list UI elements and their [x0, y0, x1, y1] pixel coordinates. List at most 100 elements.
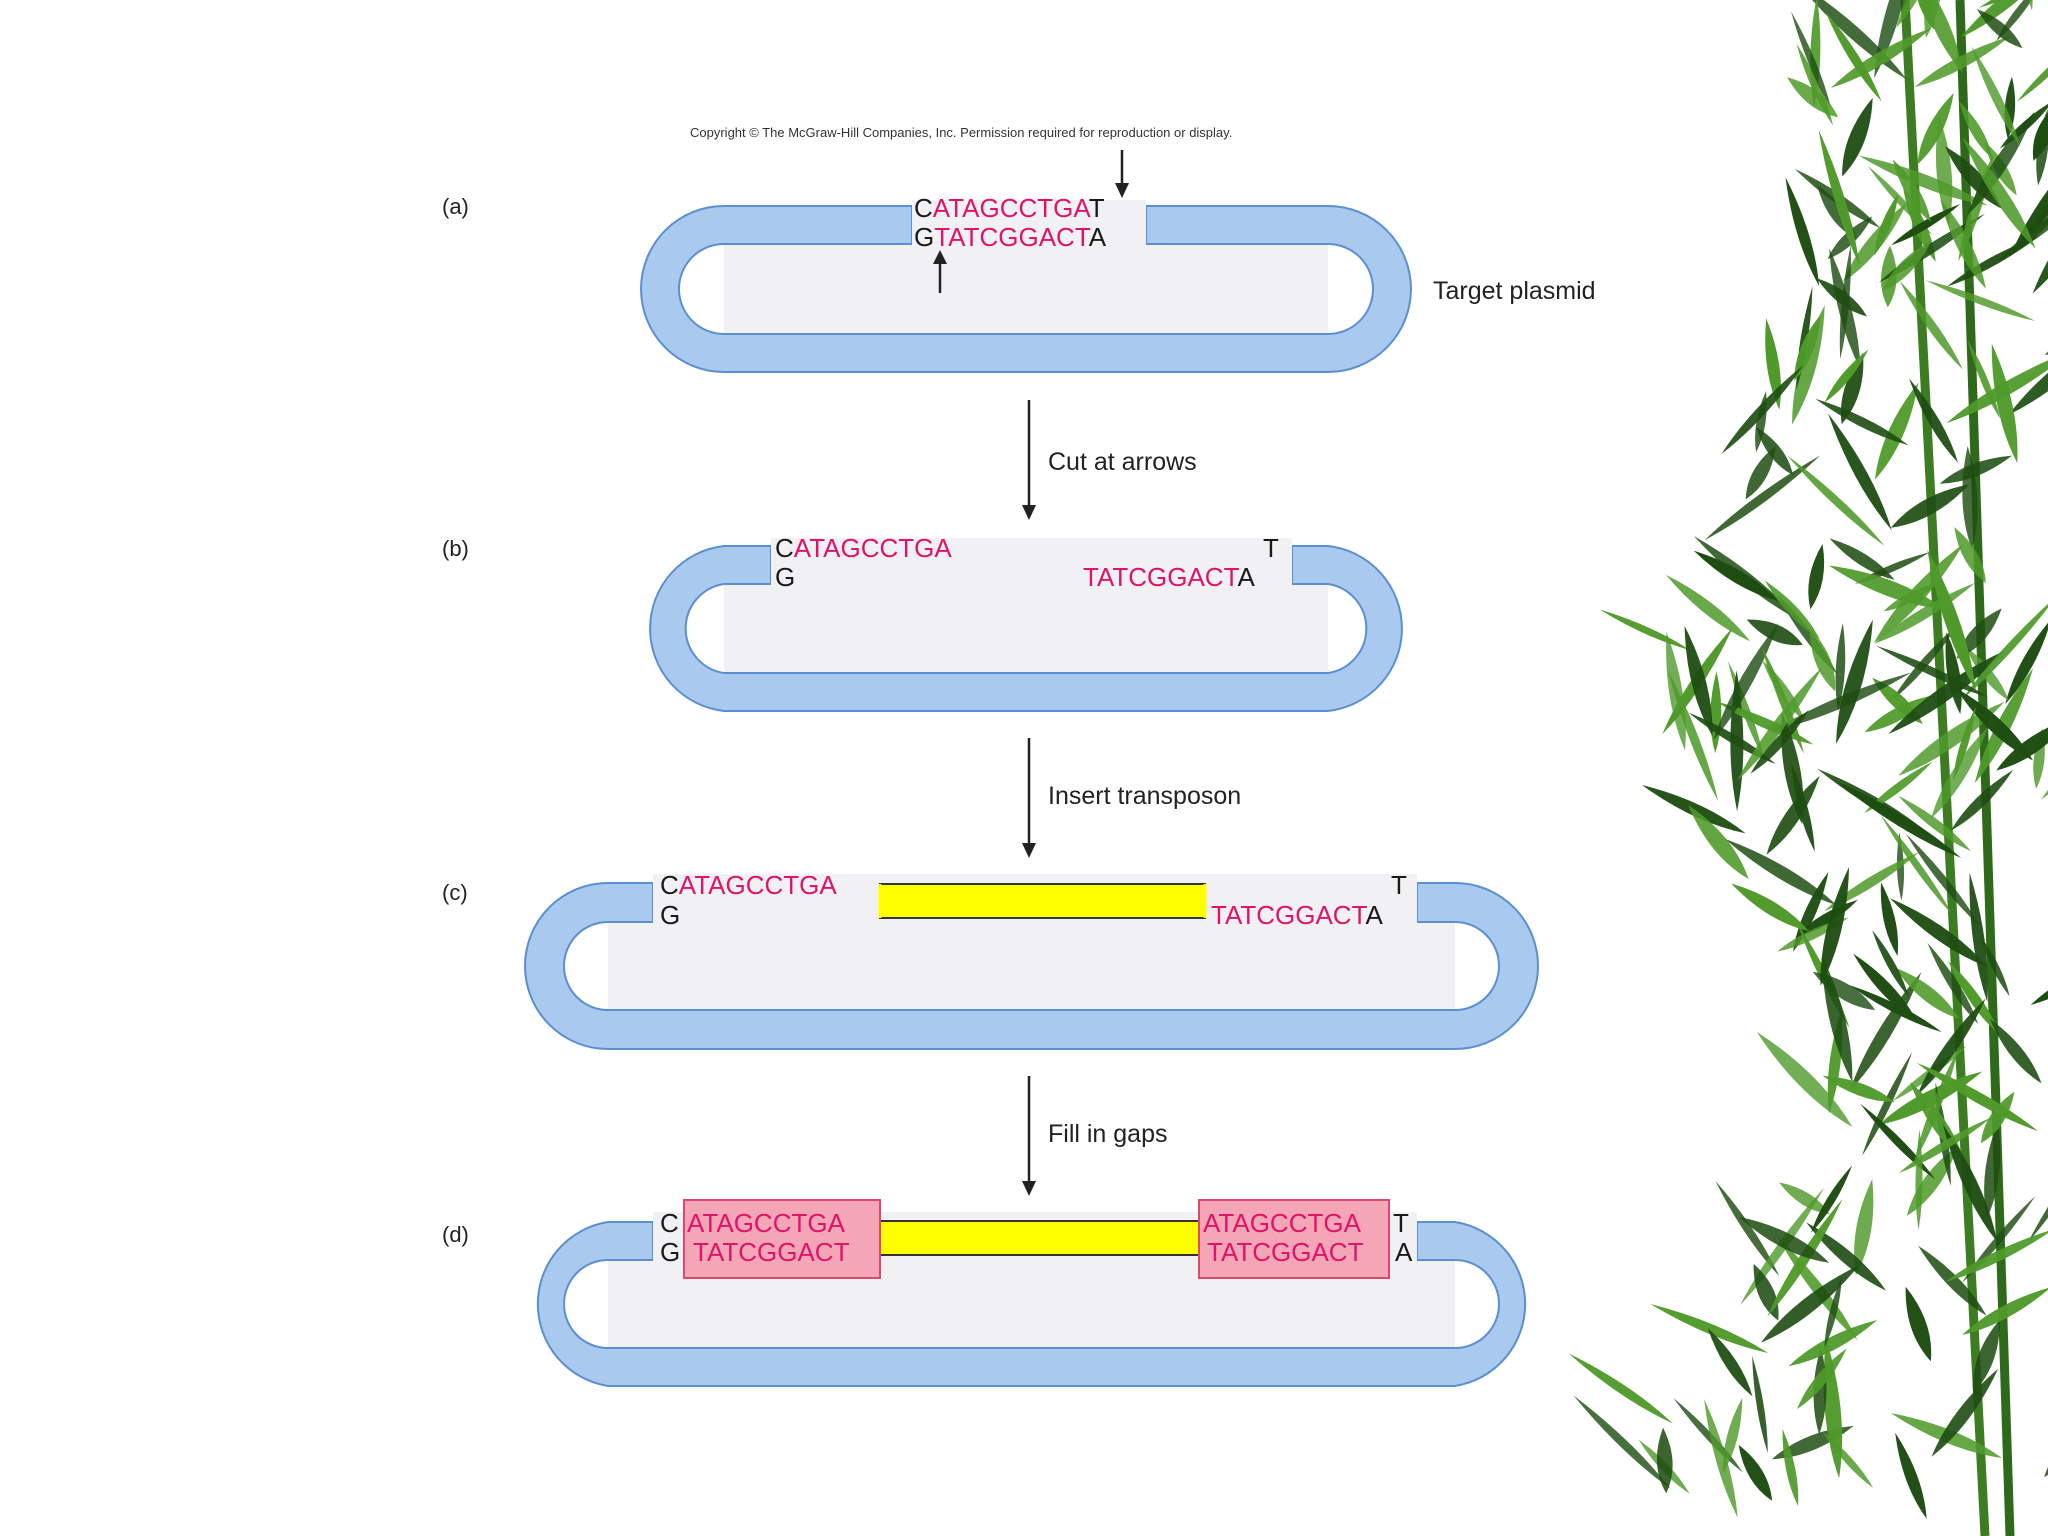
- bamboo-leaf: [1945, 1229, 2048, 1282]
- bamboo-leaf: [1808, 544, 1825, 610]
- svg-text:CATAGCCTGA: CATAGCCTGA: [660, 870, 837, 900]
- bamboo-leaf: [1862, 1052, 1913, 1156]
- bamboo-leaf: [1913, 0, 1963, 74]
- bamboo-leaf: [1704, 1399, 1738, 1518]
- bamboo-leaf: [1969, 872, 1988, 1002]
- bamboo-leaf: [1945, 632, 1962, 715]
- bamboo-leaf: [1864, 695, 1933, 733]
- bamboo-leaf: [1935, 116, 1953, 226]
- step-arrow-insert: Insert transposon: [1022, 738, 1241, 858]
- bamboo-leaf: [1996, 0, 2044, 42]
- bamboo-leaf: [1961, 595, 2048, 701]
- bamboo-leaf: [1890, 484, 1970, 528]
- bamboo-leaf: [1842, 97, 1873, 177]
- panel-c: (c) CATAGCCTGA G T TATCGGACTA: [442, 870, 1539, 1050]
- bamboo-leaf: [1745, 446, 1776, 500]
- bamboo-leaf: [1688, 805, 1749, 880]
- svg-text:TATCGGACTA: TATCGGACTA: [1083, 562, 1256, 592]
- cut-arrow-bottom-icon: [933, 250, 947, 293]
- bamboo-leaf: [1693, 550, 1779, 602]
- seq-d-right-bottom-right: A: [1395, 1237, 1413, 1267]
- bamboo-leaf: [1996, 718, 2048, 771]
- panel-label-c: (c): [442, 880, 468, 905]
- seq-b-top-target: ATAGCCTGA: [794, 533, 953, 563]
- bamboo-leaf: [1794, 314, 1821, 381]
- seq-a-bottom-left: G: [914, 222, 934, 252]
- bamboo-leaf: [1825, 11, 1882, 102]
- bamboo-leaf: [1854, 1179, 1874, 1276]
- plasmid-inner-c: [608, 923, 1455, 1009]
- bamboo-leaf: [1568, 1353, 1673, 1424]
- bamboo-leaf: [1962, 1287, 2048, 1335]
- bamboo-leaf: [1939, 455, 2013, 484]
- transposon-segment-c: [879, 883, 1206, 919]
- plasmid-ring-b: [649, 545, 1403, 712]
- bamboo-leaf: [1760, 1265, 1860, 1343]
- bamboo-leaf: [1831, 28, 1932, 88]
- bamboo-leaf: [2008, 321, 2048, 416]
- bamboo-leaf: [1874, 193, 1899, 256]
- bamboo-leaf: [1976, 9, 2023, 49]
- bamboo-leaf: [1917, 93, 1954, 165]
- seq-d-right-top-target: ATAGCCTGA: [1203, 1208, 1362, 1238]
- panel-a: (a) CATAGCCTGAT GTATCGGACTA Target plasm…: [442, 150, 1596, 373]
- bamboo-leaf: [1890, 898, 1988, 968]
- bamboo-leaf: [1820, 867, 1850, 986]
- bamboo-leaf: [1899, 280, 1963, 370]
- bamboo-leaf: [1905, 833, 1980, 927]
- bamboo-leaf: [1573, 1395, 1671, 1489]
- bamboo-leaf: [1876, 645, 1988, 698]
- bamboo-leaf: [2032, 104, 2048, 161]
- bamboo-leaf: [1811, 1165, 1853, 1233]
- seq-d-left-top-target: ATAGCCTGA: [687, 1208, 846, 1238]
- bamboo-leaf: [1954, 527, 1986, 583]
- bamboo-leaf: [1924, 0, 1943, 38]
- plasmid-gap-a: [912, 200, 1146, 248]
- bamboo-leaf: [1872, 930, 1909, 997]
- seq-c-top-right: T: [1391, 870, 1407, 900]
- bamboo-leaf: [1940, 199, 1986, 289]
- seq-d-left-bottom-target: TATCGGACT: [693, 1237, 850, 1267]
- bamboo-leaf: [1989, 1019, 2042, 1084]
- bamboo-leaf: [1972, 1319, 2000, 1394]
- bamboo-leaf: [1822, 1075, 1895, 1103]
- bamboo-leaf: [2017, 179, 2048, 250]
- seq-b-bottom-right: A: [1238, 562, 1256, 592]
- bamboo-leaf: [1984, 1122, 2001, 1219]
- copyright-notice: Copyright © The McGraw-Hill Companies, I…: [690, 125, 1232, 140]
- plasmid-gap-b: [771, 538, 1292, 588]
- bamboo-leaf: [1738, 1216, 1830, 1263]
- bamboo-leaf: [1728, 661, 1764, 759]
- bamboo-leaf: [1787, 455, 1885, 546]
- seq-c-bottom-target: TATCGGACT: [1211, 900, 1368, 930]
- bamboo-leaf: [1750, 710, 1809, 774]
- bamboo-leaf: [1980, 1091, 2015, 1144]
- panel-d: (d) C ATAGCCTGA G TATCGGACT ATAGCCTGA T …: [442, 1199, 1527, 1387]
- bamboo-leaf: [1880, 882, 1899, 956]
- bamboo-leaf: [1898, 701, 2005, 776]
- bamboo-leaf: [1767, 1198, 1843, 1317]
- seq-c-bottom-left: G: [660, 900, 680, 930]
- bamboo-leaf: [1756, 1031, 1853, 1128]
- bamboo-leaf: [1880, 814, 1953, 915]
- bamboo-leaf: [2016, 34, 2048, 102]
- bamboo-leaf: [1874, 382, 1919, 480]
- bamboo-leaf: [1891, 203, 1961, 246]
- step-arrow-cut: Cut at arrows: [1022, 400, 1197, 520]
- step-label-insert: Insert transposon: [1048, 782, 1241, 810]
- bamboo-leaf: [1927, 942, 1979, 1024]
- bamboo-leaf: [1704, 455, 1821, 541]
- seq-a-top-left: C: [914, 193, 933, 223]
- bamboo-leaf: [1738, 1444, 1773, 1501]
- bamboo-leaf: [1895, 1432, 1927, 1519]
- bamboo-leaf: [1824, 349, 1869, 403]
- bamboo-leaf: [1958, 153, 1994, 262]
- bamboo-leaf: [1815, 398, 1909, 446]
- seq-a-bottom-right: A: [1089, 222, 1107, 252]
- bamboo-leaf: [1956, 608, 2002, 659]
- bamboo-leaf: [1666, 631, 1686, 751]
- bamboo-leaf: [1896, 0, 1936, 28]
- seq-c-bottom-right: A: [1366, 900, 1384, 930]
- bamboo-leaf: [1752, 1355, 1768, 1454]
